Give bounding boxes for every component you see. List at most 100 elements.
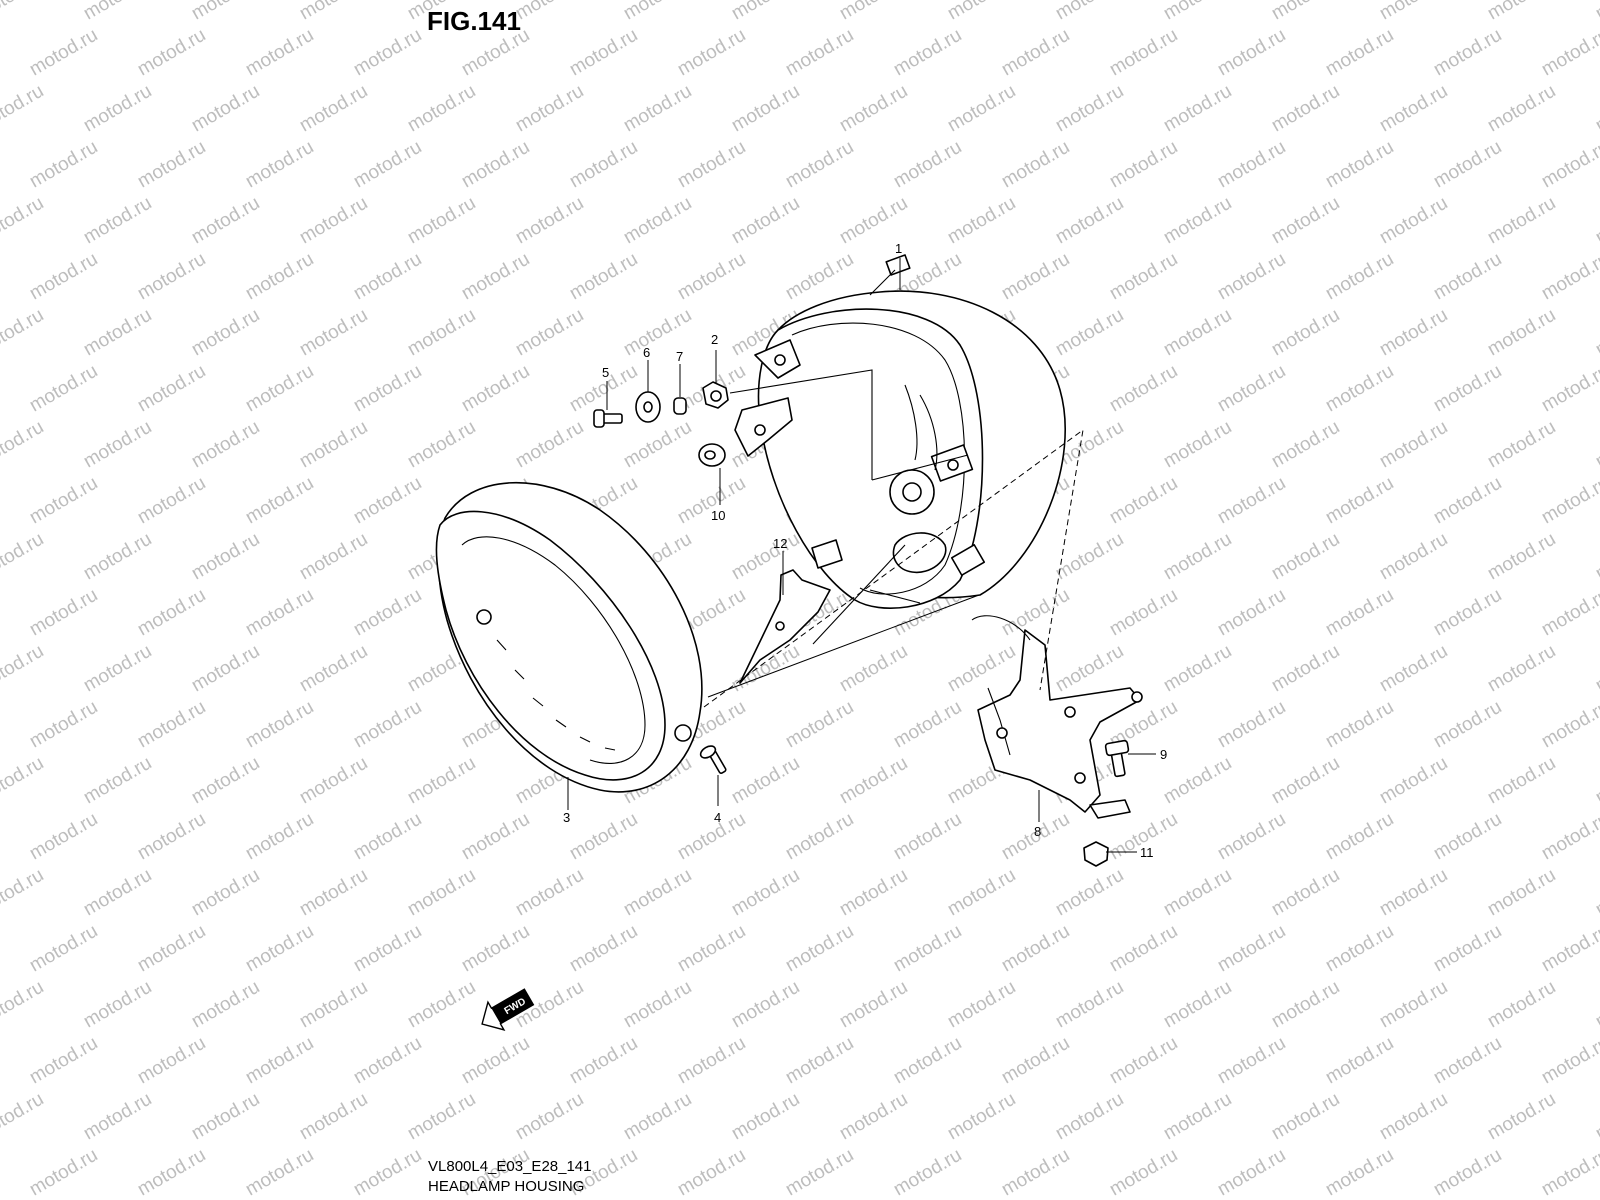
- watermark-text: motod.ru: [836, 753, 911, 809]
- watermark-text: motod.ru: [1322, 1033, 1397, 1089]
- watermark-text: motod.ru: [1430, 25, 1505, 81]
- watermark-text: motod.ru: [1214, 1033, 1289, 1089]
- watermark-text: motod.ru: [1484, 81, 1559, 137]
- watermark-text: motod.ru: [1376, 977, 1451, 1033]
- watermark-text: motod.ru: [1376, 641, 1451, 697]
- watermark-text: motod.ru: [782, 1033, 857, 1089]
- watermark-text: motod.ru: [1376, 305, 1451, 361]
- watermark-text: motod.ru: [26, 697, 101, 753]
- watermark-text: motod.ru: [404, 1089, 479, 1145]
- watermark-text: motod.ru: [1376, 865, 1451, 921]
- watermark-text: motod.ru: [350, 1145, 425, 1200]
- watermark-text: motod.ru: [566, 137, 641, 193]
- watermark-text: motod.ru: [1538, 25, 1600, 81]
- watermark-text: motod.ru: [1538, 697, 1600, 753]
- watermark-text: motod.ru: [728, 193, 803, 249]
- watermark-text: motod.ru: [1322, 25, 1397, 81]
- watermark-text: motod.ru: [26, 1033, 101, 1089]
- watermark-text: motod.ru: [836, 1089, 911, 1145]
- watermark-text: motod.ru: [1430, 809, 1505, 865]
- watermark-text: motod.ru: [566, 1033, 641, 1089]
- watermark-text: motod.ru: [0, 305, 47, 361]
- watermark-text: motod.ru: [890, 697, 965, 753]
- watermark-text: motod.ru: [512, 81, 587, 137]
- watermark-text: motod.ru: [26, 473, 101, 529]
- watermark-text: motod.ru: [944, 81, 1019, 137]
- watermark-text: motod.ru: [944, 1089, 1019, 1145]
- watermark-text: motod.ru: [1376, 753, 1451, 809]
- watermark-text: motod.ru: [404, 977, 479, 1033]
- watermark-text: motod.ru: [188, 1089, 263, 1145]
- watermark-text: motod.ru: [458, 921, 533, 977]
- watermark-text: motod.ru: [1106, 137, 1181, 193]
- watermark-text: motod.ru: [1322, 697, 1397, 753]
- watermark-text: motod.ru: [1106, 1145, 1181, 1200]
- watermark-text: motod.ru: [188, 0, 263, 24]
- watermark-text: motod.ru: [242, 473, 317, 529]
- watermark-text: motod.ru: [1214, 137, 1289, 193]
- watermark-text: motod.ru: [512, 417, 587, 473]
- watermark-text: motod.ru: [26, 25, 101, 81]
- watermark-text: motod.ru: [1484, 641, 1559, 697]
- watermark-text: motod.ru: [1160, 865, 1235, 921]
- watermark-text: motod.ru: [242, 921, 317, 977]
- watermark-text: motod.ru: [0, 81, 47, 137]
- watermark-text: motod.ru: [404, 0, 479, 24]
- callout-6: 6: [643, 345, 650, 360]
- watermark-text: motod.ru: [188, 977, 263, 1033]
- watermark-text: motod.ru: [1538, 921, 1600, 977]
- watermark-text: motod.ru: [404, 865, 479, 921]
- watermark-text: motod.ru: [1268, 0, 1343, 24]
- watermark-text: motod.ru: [674, 921, 749, 977]
- watermark-text: motod.ru: [1160, 1089, 1235, 1145]
- watermark-text: motod.ru: [0, 641, 47, 697]
- watermark-text: motod.ru: [80, 977, 155, 1033]
- watermark-text: motod.ru: [836, 0, 911, 24]
- watermark-text: motod.ru: [998, 1145, 1073, 1200]
- watermark-text: motod.ru: [1052, 865, 1127, 921]
- watermark-text: motod.ru: [134, 473, 209, 529]
- part-1-headlamp-shell: [734, 254, 1066, 609]
- watermark-text: motod.ru: [1430, 921, 1505, 977]
- watermark-text: motod.ru: [134, 1145, 209, 1200]
- watermark-text: motod.ru: [1538, 585, 1600, 641]
- watermark-text: motod.ru: [0, 753, 47, 809]
- watermark-text: motod.ru: [1214, 361, 1289, 417]
- watermark-text: motod.ru: [350, 697, 425, 753]
- watermark-text: motod.ru: [782, 1145, 857, 1200]
- watermark-text: motod.ru: [1160, 753, 1235, 809]
- watermark-text: motod.ru: [1430, 1145, 1505, 1200]
- watermark-text: motod.ru: [458, 809, 533, 865]
- watermark-text: motod.ru: [1214, 25, 1289, 81]
- watermark-text: motod.ru: [26, 921, 101, 977]
- watermark-text: motod.ru: [674, 809, 749, 865]
- watermark-text: motod.ru: [458, 249, 533, 305]
- watermark-text: motod.ru: [134, 25, 209, 81]
- watermark-text: motod.ru: [26, 809, 101, 865]
- watermark-text: motod.ru: [1106, 585, 1181, 641]
- part-2-nut: [702, 381, 729, 409]
- watermark-text: motod.ru: [1268, 193, 1343, 249]
- watermark-text: motod.ru: [1592, 865, 1600, 921]
- watermark-text: motod.ru: [836, 81, 911, 137]
- watermark-text: motod.ru: [836, 641, 911, 697]
- callout-8: 8: [1034, 824, 1041, 839]
- watermark-text: motod.ru: [296, 977, 371, 1033]
- watermark-text: motod.ru: [1268, 641, 1343, 697]
- watermark-text: motod.ru: [1160, 193, 1235, 249]
- assembly-lines: [703, 369, 1084, 708]
- watermark-text: motod.ru: [620, 305, 695, 361]
- callout-11: 11: [1140, 845, 1154, 860]
- watermark-text: motod.ru: [188, 753, 263, 809]
- watermark-text: motod.ru: [134, 1033, 209, 1089]
- watermark-text: motod.ru: [1592, 0, 1600, 24]
- watermark-text: motod.ru: [134, 921, 209, 977]
- watermark-text: motod.ru: [674, 137, 749, 193]
- callouts: 1 2 3 4 5 6 7 8 9 10 11 12: [563, 241, 1167, 860]
- watermark-text: motod.ru: [620, 193, 695, 249]
- watermark-text: motod.ru: [998, 585, 1073, 641]
- watermark-text: motod.ru: [242, 1145, 317, 1200]
- watermark-text: motod.ru: [728, 977, 803, 1033]
- figure-title: FIG.141: [427, 6, 521, 36]
